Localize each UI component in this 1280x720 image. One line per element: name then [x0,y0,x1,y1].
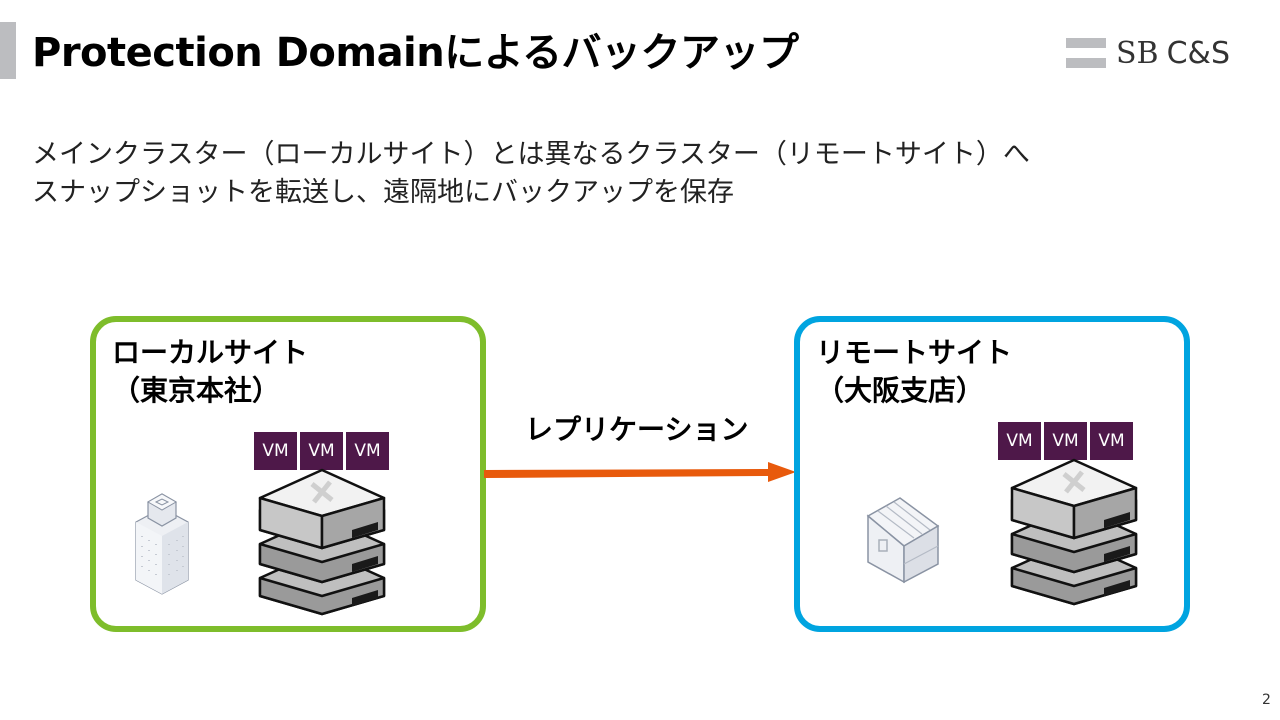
local-vm-group: VM VM VM [254,432,389,470]
vm-badge: VM [254,432,297,470]
subtitle-line-2: スナップショットを転送し、遠隔地にバックアップを保存 [32,177,734,208]
subtitle-line-1: メインクラスター（ローカルサイト）とは異なるクラスター（リモートサイト）へ [32,139,1030,170]
vm-badge: VM [998,422,1041,460]
branch-house-icon [866,497,940,584]
title-accent-bar [0,22,16,79]
page-number: 2 [1262,692,1271,708]
remote-site-label: リモートサイト （大阪支店） [816,334,1012,410]
logo-cs-text: C&S [1166,35,1230,71]
arrow-shape [484,462,796,482]
vm-badge: VM [1090,422,1133,460]
vm-badge: VM [346,432,389,470]
office-building-icon [135,493,189,595]
local-site-location: （東京本社） [112,374,281,407]
logo-sb-text: SB [1116,35,1159,71]
local-site-box: ローカルサイト （東京本社） VM VM VM [90,316,486,632]
logo-bars-icon [1066,38,1106,68]
replication-arrow [484,462,796,482]
subtitle: メインクラスター（ローカルサイト）とは異なるクラスター（リモートサイト）へ スナ… [32,136,1030,212]
replication-label: レプリケーション [525,413,749,446]
page-title: Protection Domainによるバックアップ [32,30,799,76]
vm-badge: VM [1044,422,1087,460]
vm-badge: VM [300,432,343,470]
remote-site-name: リモートサイト [816,336,1013,369]
remote-site-box: リモートサイト （大阪支店） VM VM VM [794,316,1190,632]
server-cluster-icon [258,468,386,616]
server-cluster-icon [1010,458,1138,606]
company-logo: SB C&S [1066,35,1230,71]
remote-vm-group: VM VM VM [998,422,1133,460]
local-site-label: ローカルサイト （東京本社） [112,334,308,410]
local-site-name: ローカルサイト [112,336,309,369]
remote-site-location: （大阪支店） [816,374,985,407]
